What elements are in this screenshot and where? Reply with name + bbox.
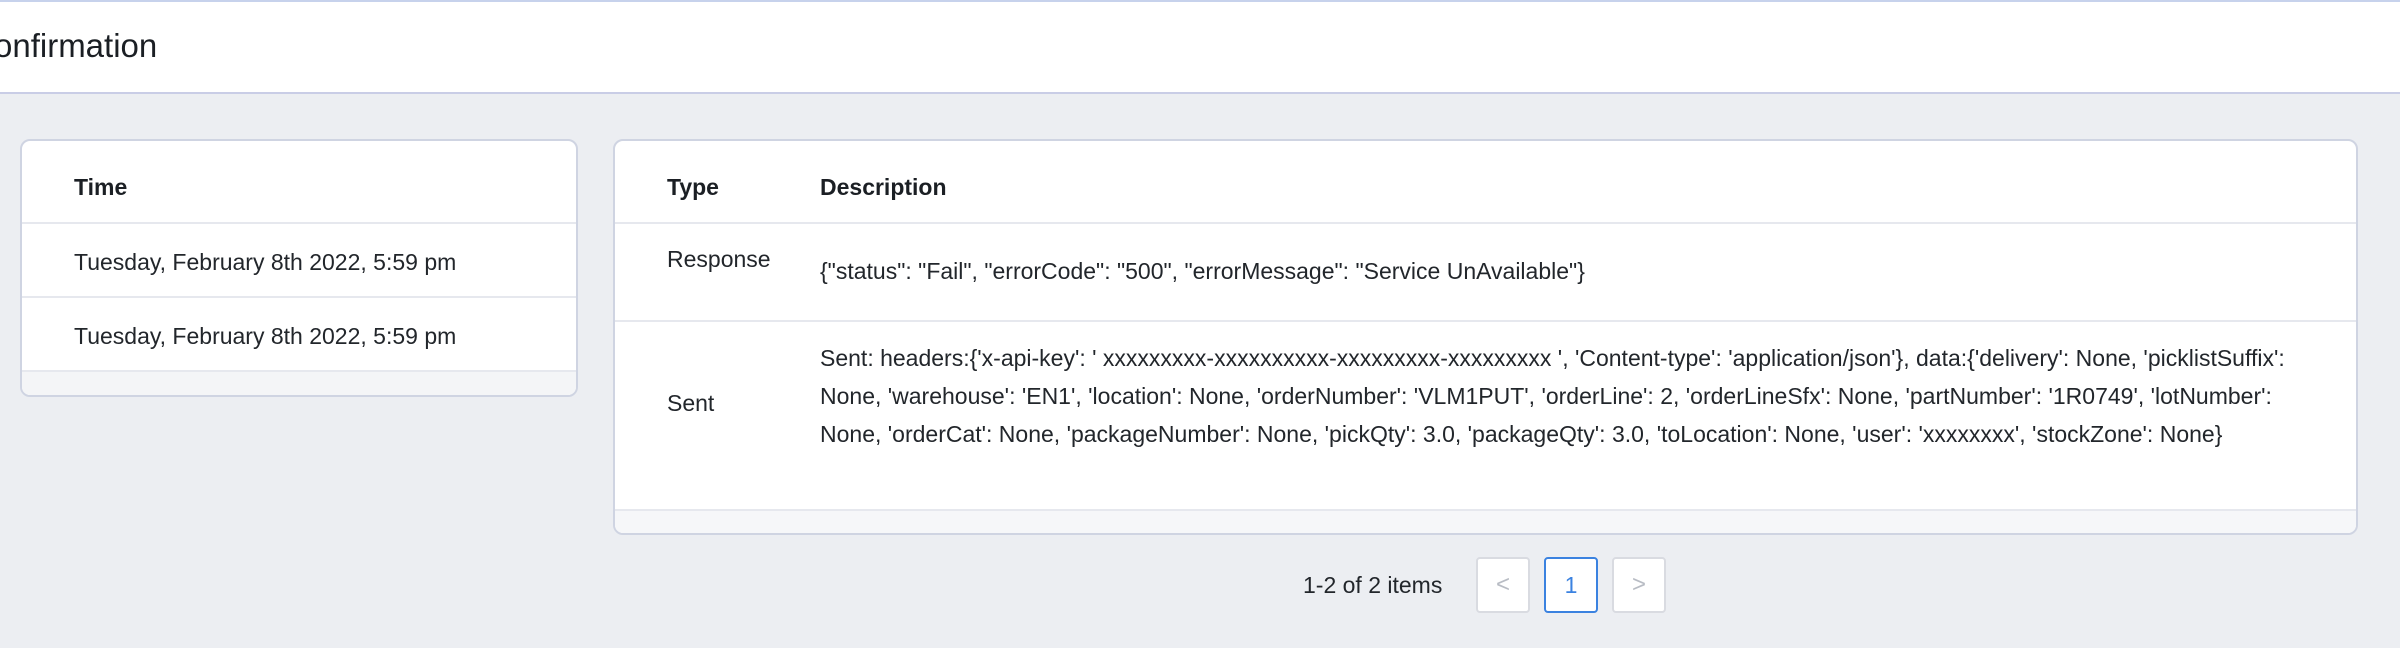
table-row-type[interactable]: Response — [667, 246, 771, 272]
chevron-right-icon: > — [1631, 571, 1646, 598]
column-header-time: Time — [74, 174, 128, 200]
table-footer — [22, 372, 576, 395]
table-divider — [22, 222, 576, 224]
table-row-type[interactable]: Sent — [667, 390, 715, 416]
column-header-description: Description — [820, 174, 947, 200]
column-header-type: Type — [667, 174, 719, 200]
page-title: onfirmation — [0, 27, 158, 64]
table-row-description[interactable]: Sent: headers:{'x-api-key': ' xxxxxxxxx-… — [820, 345, 2285, 447]
chevron-left-icon: < — [1495, 571, 1510, 598]
page-1-button[interactable]: 1 — [1544, 557, 1598, 613]
next-page-button[interactable]: > — [1612, 557, 1666, 613]
table-row-time[interactable]: Tuesday, February 8th 2022, 5:59 pm — [74, 323, 457, 349]
page-header: onfirmation — [0, 0, 2400, 94]
table-footer — [615, 511, 2356, 533]
table-divider — [615, 320, 2356, 322]
time-table: Time Tuesday, February 8th 2022, 5:59 pm… — [20, 139, 578, 397]
table-row-description[interactable]: {"status": "Fail", "errorCode": "500", "… — [820, 258, 1585, 284]
table-divider — [615, 509, 2356, 511]
table-row-time[interactable]: Tuesday, February 8th 2022, 5:59 pm — [74, 249, 457, 275]
events-table: Type Description Response {"status": "Fa… — [613, 139, 2358, 535]
table-divider — [615, 222, 2356, 224]
table-divider — [22, 296, 576, 298]
prev-page-button[interactable]: < — [1476, 557, 1530, 613]
table-divider — [22, 370, 576, 372]
pagination-summary: 1-2 of 2 items — [1303, 572, 1443, 598]
